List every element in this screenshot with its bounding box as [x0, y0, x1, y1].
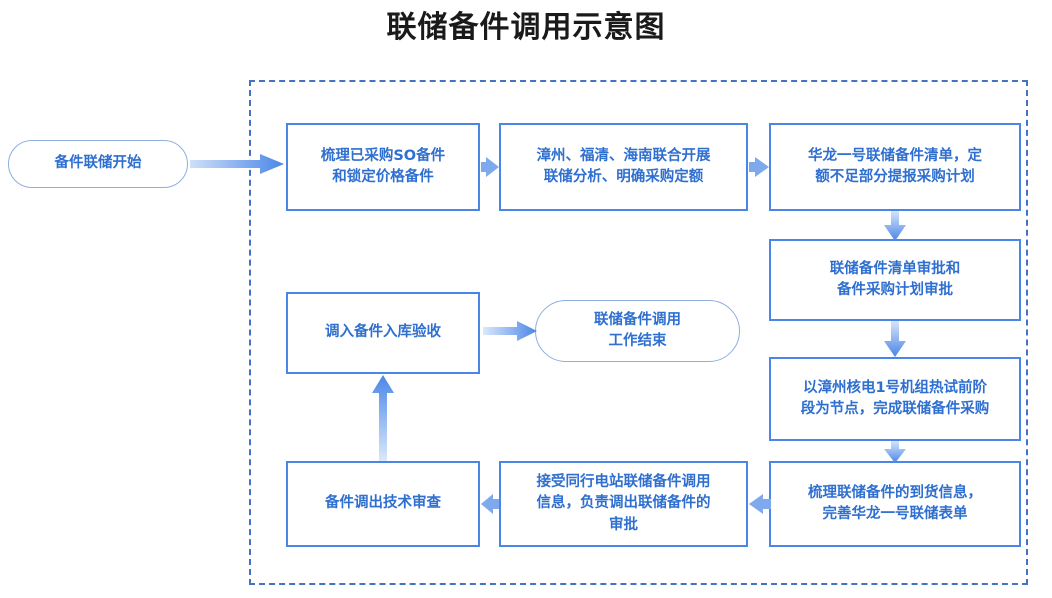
- arrow-step7-to-step8: [481, 494, 499, 514]
- page-title: 联储备件调用示意图: [386, 10, 666, 45]
- arrow-start-to-step1: [190, 154, 284, 174]
- node-step8[interactable]: 备件调出技术审查: [286, 461, 480, 547]
- node-step8-label: 备件调出技术审查: [325, 495, 441, 512]
- arrow-step3-to-step4: [884, 211, 906, 241]
- node-step9-label: 调入备件入库验收: [325, 324, 441, 341]
- arrow-step4-to-step5: [884, 321, 906, 357]
- node-step3-label: 华龙一号联储备件清单，定 额不足部分提报采购计划: [808, 147, 982, 185]
- node-end[interactable]: 联储备件调用 工作结束: [535, 300, 740, 362]
- node-step7-label: 接受同行电站联储备件调用 信息，负责调出联储备件的 审批: [536, 474, 711, 533]
- arrow-step5-to-step6: [884, 441, 906, 463]
- arrow-step1-to-step2: [481, 157, 499, 177]
- node-step9[interactable]: 调入备件入库验收: [286, 292, 480, 374]
- node-step7[interactable]: 接受同行电站联储备件调用 信息，负责调出联储备件的 审批: [499, 461, 748, 547]
- arrow-step6-to-step7: [749, 494, 771, 514]
- arrow-step2-to-step3: [749, 157, 769, 177]
- node-step5-label: 以漳州核电1号机组热试前阶 段为节点，完成联储备件采购: [800, 379, 990, 417]
- node-start[interactable]: 备件联储开始: [8, 140, 188, 188]
- node-step2[interactable]: 漳州、福清、海南联合开展 联储分析、明确采购定额: [499, 123, 748, 211]
- node-step4-label: 联储备件清单审批和 备件采购计划审批: [829, 260, 961, 298]
- node-step4[interactable]: 联储备件清单审批和 备件采购计划审批: [769, 239, 1021, 321]
- node-step1-label: 梳理已采购SO备件 和锁定价格备件: [320, 147, 446, 185]
- node-end-label: 联储备件调用 工作结束: [594, 311, 681, 349]
- node-step5[interactable]: 以漳州核电1号机组热试前阶 段为节点，完成联储备件采购: [769, 357, 1021, 441]
- arrow-step8-to-step9: [372, 375, 394, 461]
- node-step6-label: 梳理联储备件的到货信息， 完善华龙一号联储表单: [808, 484, 982, 522]
- node-step6[interactable]: 梳理联储备件的到货信息， 完善华龙一号联储表单: [769, 461, 1021, 547]
- node-step1[interactable]: 梳理已采购SO备件 和锁定价格备件: [286, 123, 480, 211]
- flowchart-dashed-frame: [249, 80, 1028, 585]
- arrow-step9-to-end: [483, 321, 537, 341]
- node-step2-label: 漳州、福清、海南联合开展 联储分析、明确采购定额: [536, 147, 711, 185]
- node-step3[interactable]: 华龙一号联储备件清单，定 额不足部分提报采购计划: [769, 123, 1021, 211]
- node-start-label: 备件联储开始: [54, 155, 142, 172]
